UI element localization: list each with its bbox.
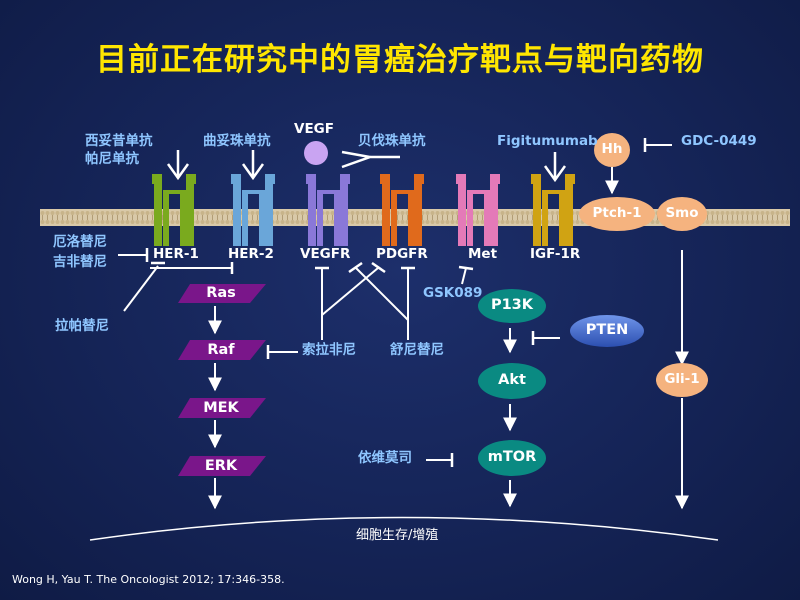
drug-label-everolimus: 依维莫司 — [358, 450, 412, 466]
akt-label: Akt — [498, 372, 526, 388]
ptch1-node — [579, 197, 655, 231]
ras-node — [178, 284, 266, 303]
gli1-label: Gli-1 — [664, 371, 700, 387]
drug-label-gefitinib: 吉非替尼 — [53, 254, 107, 270]
inhibit-line — [123, 265, 159, 312]
slide-title: 目前正在研究中的胃癌治疗靶点与靶向药物 — [96, 42, 704, 78]
ras-label: Ras — [206, 285, 236, 301]
mek-label: MEK — [203, 400, 239, 416]
p13k-label: P13K — [490, 297, 534, 313]
erk-node — [178, 456, 266, 476]
mtor-label: mTOR — [487, 449, 537, 465]
pten-node — [570, 315, 644, 347]
pten-label: PTEN — [585, 322, 629, 338]
receptor-igf1r — [531, 174, 575, 246]
gli1-node — [656, 363, 708, 397]
inhibit-line — [321, 267, 379, 316]
receptor-pdgfr — [380, 174, 424, 246]
p13k-node — [478, 289, 546, 323]
receptor-her1 — [152, 174, 196, 246]
drug-label-erlotinib: 厄洛替尼 — [53, 234, 107, 250]
receptor-vegfr — [306, 174, 350, 246]
drug-label-gsk089: GSK089 — [423, 285, 483, 301]
receptor-her2 — [231, 174, 275, 246]
citation: Wong H, Yau T. The Oncologist 2012; 17:3… — [12, 573, 285, 586]
receptor-label-met: Met — [468, 246, 498, 262]
vegf-label: VEGF — [294, 121, 334, 137]
antibody-icon — [241, 150, 265, 181]
drug-label-trastuzumab: 曲妥珠单抗 — [203, 133, 271, 149]
drug-label-cetuximab: 西妥昔单抗 — [85, 133, 153, 149]
raf-label: Raf — [207, 342, 235, 358]
outcome-label: 细胞生存/增殖 — [356, 528, 439, 543]
raf-node — [178, 340, 266, 360]
mtor-node — [478, 440, 546, 476]
inhibit-bar — [348, 261, 363, 274]
drug-label-bevacizumab: 贝伐珠单抗 — [358, 133, 426, 149]
ptch1-label: Ptch-1 — [592, 205, 642, 221]
smo-node — [657, 197, 707, 231]
receptor-met — [456, 174, 500, 246]
receptor-label-her2: HER-2 — [228, 246, 274, 262]
vegf-ligand-icon — [304, 141, 328, 165]
inhibit-line — [461, 267, 467, 285]
receptor-label-igf1r: IGF-1R — [530, 246, 581, 262]
drug-label-sorafenib: 索拉非尼 — [302, 342, 356, 358]
antibody-icon — [341, 150, 400, 169]
drug-label-panitumumab: 帕尼单抗 — [85, 151, 139, 167]
smo-label: Smo — [665, 205, 699, 221]
antibody-icon — [166, 150, 190, 181]
erk-label: ERK — [204, 458, 238, 474]
hh-label: Hh — [601, 141, 623, 157]
mek-node — [178, 398, 266, 418]
inhibit-bar — [371, 261, 386, 274]
drug-label-lapatinib: 拉帕替尼 — [55, 318, 109, 334]
hh-ligand — [594, 133, 630, 167]
drug-label-gdc0449: GDC-0449 — [681, 133, 757, 149]
inhibit-line — [355, 267, 409, 321]
outcome-arc — [89, 516, 719, 541]
receptor-label-vegfr: VEGFR — [300, 246, 351, 262]
drug-label-sunitinib: 舒尼替尼 — [390, 342, 444, 358]
receptor-label-pdgfr: PDGFR — [376, 246, 428, 262]
akt-node — [478, 363, 546, 399]
antibody-icon — [543, 152, 567, 183]
receptor-label-her1: HER-1 — [153, 246, 199, 262]
drug-label-figitumumab: Figitumumab — [497, 133, 598, 149]
inhibit-bar — [458, 265, 474, 271]
